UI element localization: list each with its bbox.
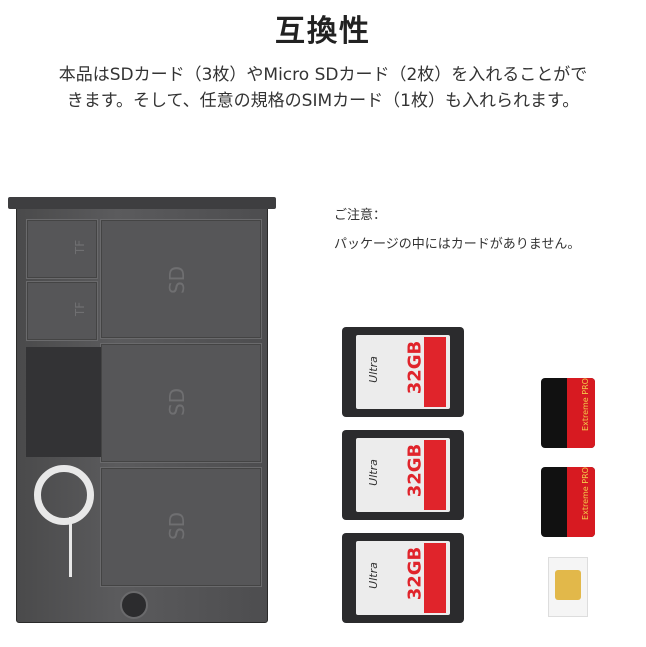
sd-slot-label: SD xyxy=(165,511,190,541)
micro-card-brand: Extreme PRO xyxy=(580,378,590,431)
sd-card-brand: Ultra xyxy=(366,562,380,589)
micro-card-brand: Extreme PRO xyxy=(580,467,590,520)
sd-card-capacity: 32GB xyxy=(404,443,426,498)
tf-slot-2: TF xyxy=(26,281,98,341)
sim-eject-pin xyxy=(69,517,72,577)
description-line-2: きます。そして、任意の規格のSIMカード（1枚）も入れられます。 xyxy=(66,91,580,111)
sd-card-capacity: 32GB xyxy=(404,546,426,601)
tf-slot-label: TF xyxy=(73,239,88,255)
sim-tool-ring xyxy=(34,465,94,525)
sim-card xyxy=(548,557,588,617)
tf-slot-1: TF xyxy=(26,219,98,279)
description-line-1: 本品はSDカード（3枚）やMicro SDカード（2枚）を入れることがで xyxy=(58,65,588,85)
sd-slot-2: SD xyxy=(100,343,262,463)
sd-card-capacity: 32GB xyxy=(404,340,426,395)
tf-slot-label: TF xyxy=(73,301,88,317)
sd-slot-1: SD xyxy=(100,219,262,339)
note-label: ご注意： xyxy=(334,208,387,223)
page-title: 互換性 xyxy=(275,14,371,49)
sd-slot-label: SD xyxy=(165,387,190,417)
sd-card-1: 32GB Ultra xyxy=(342,327,464,417)
sd-card-brand: Ultra xyxy=(366,459,380,486)
sd-card-2: 32GB Ultra xyxy=(342,430,464,520)
case-lid xyxy=(8,197,276,209)
sd-card-brand: Ultra xyxy=(366,356,380,383)
description: 本品はSDカード（3枚）やMicro SDカード（2枚）を入れることがで きます… xyxy=(0,62,646,114)
sd-card-3: 32GB Ultra xyxy=(342,533,464,623)
sim-slot xyxy=(26,347,101,457)
sd-slot-label: SD xyxy=(165,265,190,295)
case-screw xyxy=(120,591,148,619)
sim-chip xyxy=(555,570,581,600)
card-case-illustration: SD SD SD TF TF xyxy=(8,197,276,623)
sd-slot-3: SD xyxy=(100,467,262,587)
note-block: ご注意： パッケージの中にはカードがありません。 xyxy=(334,201,580,259)
micro-sd-card-2: Extreme PRO xyxy=(541,467,595,537)
note-text: パッケージの中にはカードがありません。 xyxy=(334,237,581,252)
micro-sd-card-1: Extreme PRO xyxy=(541,378,595,448)
